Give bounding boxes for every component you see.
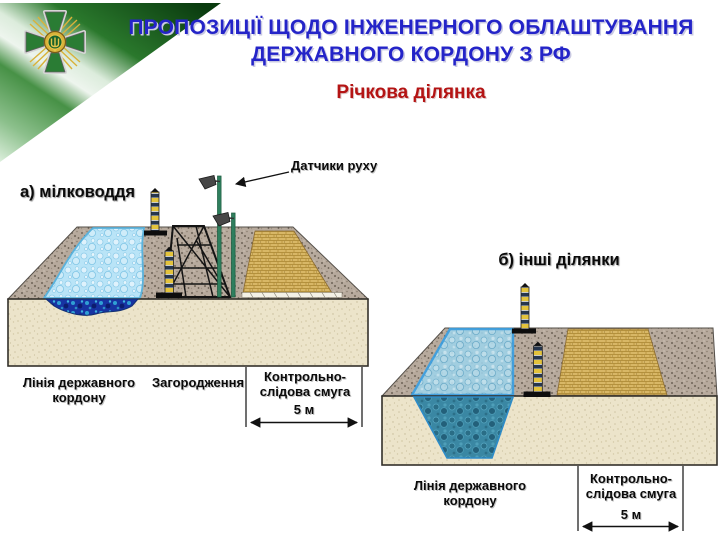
barrier-label-a: Загородження bbox=[151, 375, 245, 390]
diagram-a-heading: а) мілководдя bbox=[20, 183, 136, 201]
border-guard-emblem-icon bbox=[24, 10, 86, 74]
border-post-front-b bbox=[523, 341, 551, 397]
sensors-label: Датчики руху bbox=[291, 158, 378, 173]
river-deep-section-b bbox=[412, 396, 515, 459]
slide-title: ПРОПОЗИЦІЇ ЩОДО ІНЖЕНЕРНОГО ОБЛАШТУВАННЯ… bbox=[105, 15, 717, 68]
border-post-front-a bbox=[156, 246, 182, 298]
motion-sensor-pole-tall bbox=[198, 175, 222, 298]
trident-icon bbox=[50, 37, 60, 52]
sensors-pointer-arrow bbox=[234, 171, 290, 188]
motion-sensor-icon bbox=[198, 175, 217, 190]
width-label-b: 5 м bbox=[620, 507, 642, 522]
slide-title-line1: ПРОПОЗИЦІЇ ЩОДО ІНЖЕНЕРНОГО ОБЛАШТУВАННЯ bbox=[128, 16, 694, 39]
dimension-b bbox=[577, 466, 684, 532]
border-line-label-a: Лінія державного кордону bbox=[22, 375, 136, 405]
control-strip-label-a: Контрольно-слідова смуга bbox=[259, 369, 351, 399]
motion-sensor-pole-short bbox=[212, 212, 236, 298]
border-line-label-b: Лінія державного кордону bbox=[413, 478, 527, 508]
strip-front-hatch-a bbox=[241, 292, 343, 298]
border-post-back-b bbox=[512, 283, 536, 334]
border-post-back-a bbox=[144, 188, 167, 236]
slide-subtitle: Річкова ділянка bbox=[336, 82, 486, 103]
motion-sensor-icon bbox=[212, 212, 231, 227]
slide-title-line2: ДЕРЖАВНОГО КОРДОНУ З РФ bbox=[251, 42, 571, 66]
river-surface-b bbox=[410, 327, 515, 397]
control-strip-surface-b bbox=[556, 328, 668, 396]
diagram-a-artwork bbox=[6, 171, 370, 428]
control-strip-label-b: Контрольно-слідова смуга bbox=[585, 471, 677, 501]
diagram-b-artwork bbox=[380, 283, 718, 532]
diagram-b-heading: б) інші ділянки bbox=[498, 251, 620, 269]
river-surface-a bbox=[42, 227, 146, 299]
dimension-a bbox=[245, 367, 363, 428]
river-shallow-section-a bbox=[44, 298, 140, 316]
width-label-a: 5 м bbox=[293, 402, 315, 417]
